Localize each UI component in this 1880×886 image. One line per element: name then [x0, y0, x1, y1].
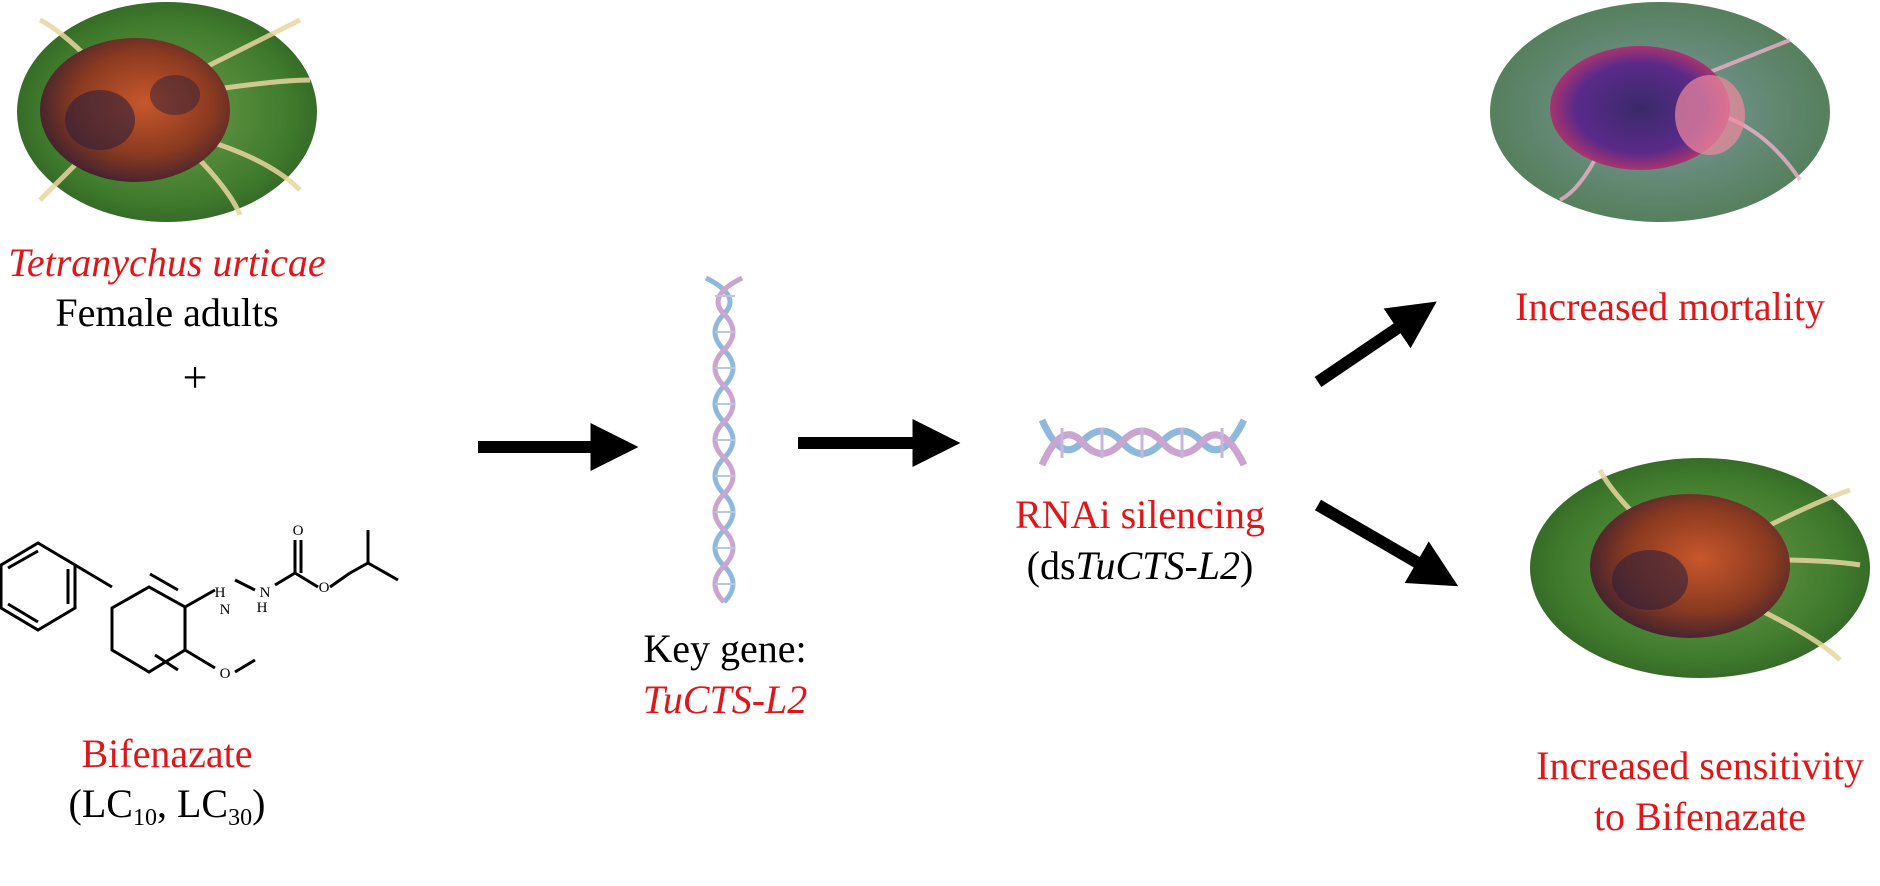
outcome-mortality: Increased mortality — [1515, 284, 1825, 329]
atom-n: N — [260, 585, 271, 601]
plus-sign: + — [183, 353, 208, 402]
outcome-sensitivity-line1: Increased sensitivity — [1536, 743, 1864, 788]
atom-o: O — [319, 580, 330, 596]
atom-o: O — [220, 666, 231, 682]
atom-o: O — [293, 523, 304, 539]
arrow-icon — [1314, 499, 1459, 587]
dna-helix-icon — [1038, 418, 1248, 467]
atom-n: N — [220, 602, 231, 618]
dose-label: (LC10, LC30) — [69, 781, 266, 831]
life-stage: Female adults — [55, 290, 278, 335]
compound-name: Bifenazate — [82, 731, 253, 776]
mite-photo — [17, 2, 317, 222]
key-gene-label: Key gene: — [643, 626, 806, 671]
atom-h: H — [215, 585, 226, 601]
dsrna-label: (dsTuCTS-L2) — [1027, 543, 1254, 588]
atom-h: H — [257, 600, 268, 616]
rnai-label: RNAi silencing — [1015, 492, 1265, 537]
outcome-sensitivity-line2: to Bifenazate — [1594, 794, 1806, 839]
key-gene-name: TuCTS-L2 — [643, 677, 808, 722]
species-name: Tetranychus urticae — [8, 240, 325, 285]
bifenazate-structure — [0, 530, 399, 674]
dna-helix-icon — [704, 275, 744, 604]
arrow-icon — [1314, 301, 1437, 387]
mite-photo — [1530, 458, 1870, 678]
dead-mite-photo — [1490, 2, 1830, 222]
